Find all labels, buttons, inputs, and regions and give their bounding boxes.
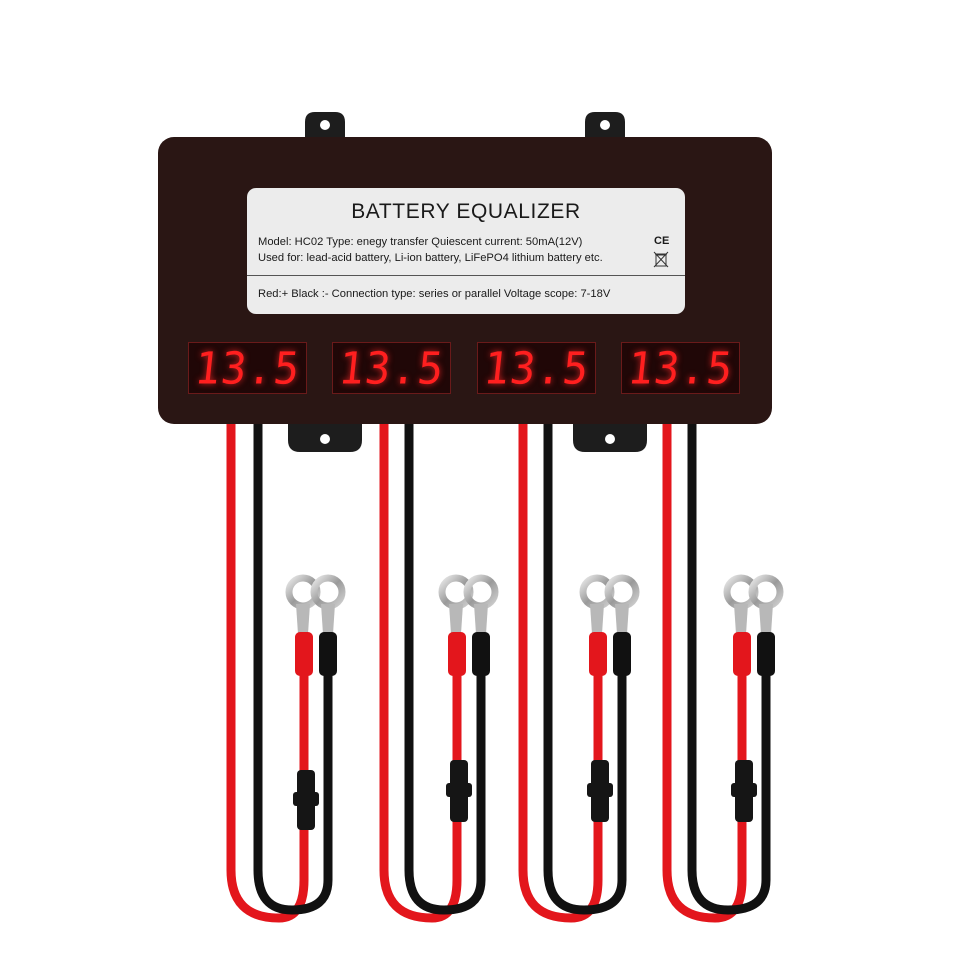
voltage-display-2: 13.5: [332, 342, 451, 394]
voltage-readout: 13.5: [336, 342, 447, 394]
label-title: BATTERY EQUALIZER: [351, 200, 581, 223]
product-label: BATTERY EQUALIZER Model: HC02 Type: eneg…: [247, 188, 685, 314]
voltage-display-4: 13.5: [621, 342, 740, 394]
label-usage-line: Used for: lead-acid battery, Li-ion batt…: [258, 252, 603, 264]
label-divider: [247, 275, 685, 276]
bottom-mounting-tabs: [288, 420, 647, 452]
voltage-readout: 13.5: [192, 342, 303, 394]
label-spec-line: Model: HC02 Type: enegy transfer Quiesce…: [258, 236, 583, 248]
inline-fuse-holders: [293, 760, 757, 830]
label-connection-line: Red:+ Black :- Connection type: series o…: [258, 288, 611, 300]
weee-bin-icon: [653, 251, 669, 268]
cable-leads: [226, 415, 771, 923]
voltage-readout: 13.5: [481, 342, 592, 394]
voltage-readout: 13.5: [625, 342, 736, 394]
voltage-display-3: 13.5: [477, 342, 596, 394]
top-mounting-tabs: [305, 112, 625, 140]
ce-mark-icon: CE: [654, 235, 670, 247]
ring-terminals: [285, 574, 784, 676]
voltage-display-1: 13.5: [188, 342, 307, 394]
